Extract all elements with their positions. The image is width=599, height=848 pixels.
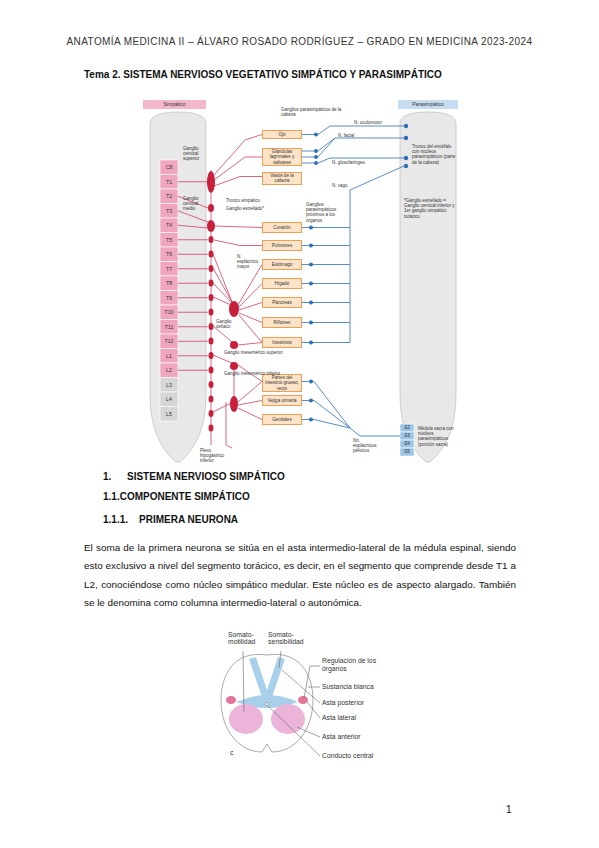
organ-box: Partes del intestino grueso, recto	[262, 374, 302, 392]
nerve-name: N. facial	[338, 133, 354, 138]
node-text: Pulmones	[272, 243, 292, 248]
footnote: *Ganglio estrellado = Ganglio cervical i…	[404, 198, 456, 219]
parasympathetic-fibres	[302, 126, 404, 436]
nerve-name: N. glosofaríngeo	[332, 160, 365, 165]
part-name: Ganglio estrellado*	[226, 206, 264, 211]
part-name: Tronco del encéfalo con núcleos parasimp…	[412, 144, 458, 165]
organ-box: Genitales	[262, 414, 302, 425]
organ-box: Vejiga urinaria	[262, 395, 302, 406]
part-name: Ganglio cervical medio	[183, 196, 207, 212]
node-text: Páncreas	[272, 300, 291, 305]
organ-box: Vasos de la cabeza	[262, 172, 302, 185]
header-band: Parasimpático	[398, 100, 458, 109]
figure-letter: c	[230, 749, 233, 757]
part-name: Ganglio mesentérico superior	[224, 350, 283, 355]
figure-label: Conducto central	[322, 752, 373, 760]
figure-label: Sustancia blanca	[322, 683, 374, 691]
segment-label: L2	[160, 363, 178, 378]
cord-cross-section	[221, 654, 313, 752]
segment-label: T10	[160, 305, 178, 320]
figure-label: Somato-motilidad	[228, 631, 260, 646]
segment-label: T9	[160, 291, 178, 306]
part-name: Ganglios parasimpáticos próximos a los ó…	[306, 202, 348, 223]
figure-label: Asta posterior	[322, 699, 364, 707]
segment-label: T3	[160, 204, 178, 219]
nerve-name: Nn. esplácnicos pélvicos	[353, 438, 383, 454]
segment-label: L5	[160, 407, 178, 422]
page-number: 1	[506, 804, 512, 816]
node-text: Glándulas lagrimales y salivares	[263, 149, 301, 165]
organ-box: Corazón	[262, 222, 302, 233]
segment-label: T2	[160, 189, 178, 204]
segment-label: S4	[400, 440, 414, 448]
node-text: Parasimpático	[412, 102, 444, 108]
node-text: Corazón	[273, 225, 290, 230]
organ-box: Estómago	[262, 259, 302, 270]
organ-box: Glándulas lagrimales y salivares	[262, 148, 302, 166]
node-text: Partes del intestino grueso, recto	[263, 375, 301, 391]
segment-label: C8	[160, 160, 178, 175]
parasympathetic-ganglia	[309, 124, 408, 422]
segment-label: T7	[160, 262, 178, 277]
node-text: Riñones	[274, 320, 291, 325]
node-text: Vasos de la cabeza	[263, 173, 301, 184]
organ-box: Riñones	[262, 317, 302, 328]
figure-label: Asta anterior	[322, 733, 361, 741]
heading-number: 1.	[103, 471, 111, 483]
segment-label: T1	[160, 175, 178, 190]
segment-label: T11	[160, 320, 178, 335]
segment-label: T6	[160, 247, 178, 262]
organ-box: Intestinos	[262, 337, 302, 348]
node-text: Genitales	[272, 417, 291, 422]
nerve-name: N. vago	[332, 183, 348, 188]
organ-box: Hígado	[262, 278, 302, 289]
segment-label: T4	[160, 218, 178, 233]
segment-cells	[160, 160, 414, 456]
section-heading: SISTEMA NERVIOSO SIMPÁTICO	[127, 471, 285, 483]
segment-label: L4	[160, 392, 178, 407]
spinal-cord	[150, 112, 206, 462]
segment-label: L1	[160, 349, 178, 364]
node-text: Intestinos	[272, 340, 292, 345]
section-heading: PRIMERA NEURONA	[139, 514, 238, 526]
segment-label: T8	[160, 276, 178, 291]
heading-number: 1.1.1.	[103, 514, 128, 526]
part-name: Ganglio mesentérico inferior	[224, 371, 280, 376]
segment-label: S3	[400, 432, 414, 440]
running-header: ANATOMÍA MEDICINA II – ÁLVARO ROSADO ROD…	[0, 36, 599, 48]
node-text: Ojo	[278, 132, 285, 137]
sympathetic-fibres	[178, 135, 262, 449]
part-name: Ganglio cervical superior	[183, 146, 209, 162]
nerve-name: N. esplácnico mayor	[237, 254, 261, 270]
part-name: Ganglio celíaco	[216, 319, 238, 329]
section-heading: 1.1.COMPONENTE SIMPÁTICO	[103, 491, 250, 503]
organ-box: Pulmones	[262, 240, 302, 251]
figure-label: Regulación de los órganos	[322, 657, 380, 673]
body-paragraph: El soma de la primera neurona se sitúa e…	[84, 539, 516, 613]
part-name: Plexo hipogástrico inferior	[200, 448, 232, 464]
part-name: Ganglios parasimpáticos de la cabeza	[281, 107, 353, 117]
part-name: Médula sacra con núcleos parasimpáticos …	[418, 426, 456, 447]
node-text: Vejiga urinaria	[267, 398, 296, 403]
segment-label: L3	[160, 378, 178, 393]
organ-box: Páncreas	[262, 297, 302, 308]
leader-lines	[243, 651, 320, 756]
node-text: Simpático	[164, 102, 186, 108]
node-text: Estómago	[272, 262, 293, 267]
node-text: Hígado	[275, 281, 290, 286]
figure-label: Asta lateral	[322, 714, 356, 722]
segment-label: S2	[400, 424, 414, 432]
organ-box: Ojo	[262, 130, 302, 139]
header-band: Simpático	[143, 100, 206, 109]
page-title: Tema 2. SISTEMA NERVIOSO VEGETATIVO SIMP…	[84, 69, 442, 80]
segment-label: S5	[400, 448, 414, 456]
nerve-name: N. oculomotor	[354, 120, 382, 125]
part-name: Tronco simpático	[226, 198, 260, 203]
figure-label: Somato-sensibilidad	[268, 631, 306, 646]
segment-label: T5	[160, 233, 178, 248]
segment-label: T12	[160, 334, 178, 349]
